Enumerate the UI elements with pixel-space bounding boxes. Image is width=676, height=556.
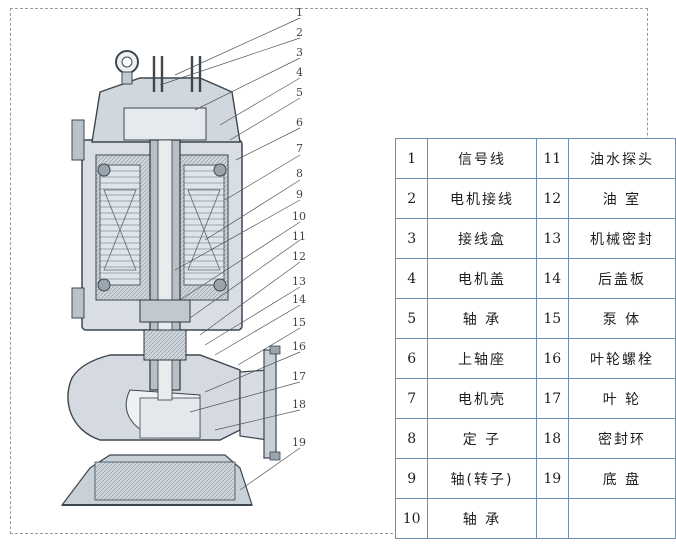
callout-12: 12 — [292, 250, 306, 263]
legend-left-number: 2 — [394, 178, 429, 219]
callout-13: 13 — [292, 275, 306, 288]
callout-6: 6 — [296, 116, 303, 129]
legend-right-name: 叶轮螺栓 — [567, 338, 676, 379]
callout-19: 19 — [292, 436, 306, 449]
legend-right-number: 11 — [535, 138, 569, 179]
pump-cross-section-diagram: 1 2 3 4 5 6 7 8 9 10 11 12 13 14 15 16 1… — [60, 8, 306, 506]
callout-5: 5 — [296, 86, 303, 99]
legend-right-name: 泵 体 — [567, 298, 676, 339]
callout-14: 14 — [292, 293, 306, 306]
legend-right-number: 18 — [535, 418, 569, 459]
callout-3: 3 — [296, 46, 303, 59]
callout-4: 4 — [296, 66, 303, 79]
legend-left-number: 5 — [394, 298, 429, 339]
legend-left-name: 轴(转子) — [427, 458, 537, 499]
callout-15: 15 — [292, 316, 306, 329]
legend-right-name: 密封环 — [567, 418, 676, 459]
callout-numbers: 1 2 3 4 5 6 7 8 9 10 11 12 13 14 15 16 1… — [292, 8, 306, 449]
legend-right-name: 后盖板 — [567, 258, 676, 299]
callout-10: 10 — [292, 210, 306, 223]
callout-18: 18 — [292, 398, 306, 411]
base-chassis — [60, 454, 253, 506]
legend-right-name: 叶 轮 — [567, 378, 676, 419]
callout-16: 16 — [292, 340, 306, 353]
top-cover — [91, 50, 241, 143]
callout-7: 7 — [296, 142, 303, 155]
legend-left-name: 上轴座 — [427, 338, 537, 379]
callout-11: 11 — [292, 230, 306, 243]
legend-right-number: 13 — [535, 218, 569, 259]
legend-left-name: 信号线 — [427, 138, 537, 179]
callout-9: 9 — [296, 188, 303, 201]
callout-leaders — [159, 17, 301, 491]
callout-1: 1 — [296, 8, 303, 19]
legend-left-name: 轴 承 — [427, 498, 537, 539]
legend-left-number: 6 — [394, 338, 429, 379]
legend-left-number: 3 — [394, 218, 429, 259]
legend-left-name: 轴 承 — [427, 298, 537, 339]
legend-right-number: 17 — [535, 378, 569, 419]
legend-left-name: 电机盖 — [427, 258, 537, 299]
legend-left-number: 10 — [394, 498, 429, 539]
legend-left-name: 电机壳 — [427, 378, 537, 419]
legend-right-name: 底 盘 — [567, 458, 676, 499]
legend-right-number: 16 — [535, 338, 569, 379]
legend-right-number: 19 — [535, 458, 569, 499]
legend-right-number: 12 — [535, 178, 569, 219]
legend-left-number: 9 — [394, 458, 429, 499]
legend-right-number: 14 — [535, 258, 569, 299]
legend-right-name: 机械密封 — [567, 218, 676, 259]
legend-right-number: 15 — [535, 298, 569, 339]
callout-2: 2 — [296, 26, 303, 39]
legend-left-name: 接线盒 — [427, 218, 537, 259]
legend-right-name: 油水探头 — [567, 138, 676, 179]
pump-volute — [67, 354, 241, 441]
legend-left-name: 电机接线 — [427, 178, 537, 219]
legend-left-number: 4 — [394, 258, 429, 299]
legend-left-number: 8 — [394, 418, 429, 459]
shaft — [139, 139, 191, 401]
legend-right-number — [535, 498, 569, 539]
legend-right-name — [567, 498, 676, 539]
legend-right-name: 油 室 — [567, 178, 676, 219]
callout-8: 8 — [296, 167, 303, 180]
legend-left-number: 1 — [394, 138, 429, 179]
legend-left-name: 定 子 — [427, 418, 537, 459]
legend-left-number: 7 — [394, 378, 429, 419]
callout-17: 17 — [292, 370, 306, 383]
